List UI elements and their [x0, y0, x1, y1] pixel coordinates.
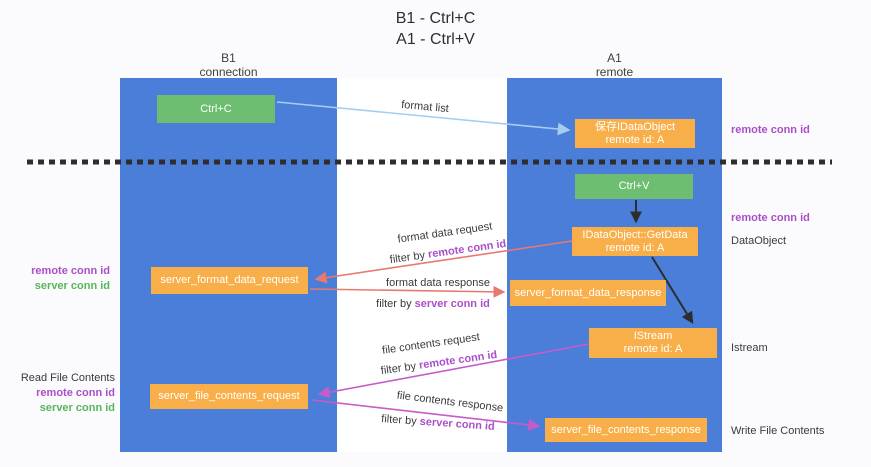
ctrl-v-label: Ctrl+V: [618, 180, 650, 192]
left-column-header: B1 connection: [120, 51, 337, 79]
remote-conn-id-right-top: remote conn id: [731, 123, 810, 138]
ctrl-c-label: Ctrl+C: [200, 102, 232, 115]
write-file-contents-label: Write File Contents: [731, 425, 825, 437]
format-data-response-label: format data response: [386, 277, 490, 289]
save-dataobject-line2: remote id: A: [605, 133, 665, 146]
server-conn-id-text: server conn id: [39, 402, 115, 414]
left-column-subtitle: connection: [199, 65, 258, 79]
right-column-subtitle: remote: [595, 65, 634, 79]
save-dataobject-line1: 保存IDataObject: [594, 120, 676, 133]
filter-by-server-conn-id-label-1: filter by server conn id: [376, 298, 490, 310]
left-column-name: B1: [221, 51, 236, 65]
server-conn-id-text: server conn id: [414, 298, 490, 310]
right-column-header: A1 remote: [507, 51, 722, 79]
right-column-name: A1: [607, 51, 622, 65]
server-file-contents-response-label: server_file_contents_response: [551, 423, 701, 436]
diagram-title: B1 - Ctrl+C A1 - Ctrl+V: [0, 8, 871, 50]
server-format-data-response-box: server_format_data_response: [510, 280, 666, 306]
remote-conn-id-text: remote conn id: [731, 124, 810, 136]
remote-conn-id-text: remote conn id: [731, 212, 810, 224]
istream-line2: remote id: A: [623, 343, 683, 355]
server-format-data-request-label: server_format_data_request: [160, 274, 299, 286]
getdata-line1: IDataObject::GetData: [582, 228, 688, 241]
getdata-line2: remote id: A: [605, 241, 665, 254]
server-conn-id-text: server conn id: [34, 280, 110, 292]
left-conn-id-group-1: remote conn id server conn id: [5, 264, 110, 294]
ctrl-v-box: Ctrl+V: [575, 174, 693, 199]
dataobject-label: DataObject: [731, 235, 787, 247]
server-file-contents-response-box: server_file_contents_response: [545, 418, 707, 442]
ctrl-c-box: Ctrl+C: [157, 95, 275, 123]
remote-conn-id-text: remote conn id: [31, 265, 110, 277]
remote-conn-id-text: remote conn id: [36, 387, 115, 399]
server-file-contents-request-box: server_file_contents_request: [150, 384, 308, 409]
read-file-contents-group: Read File Contents remote conn id server…: [5, 371, 115, 416]
getdata-box: IDataObject::GetData remote id: A: [572, 227, 698, 256]
remote-conn-id-right-mid: remote conn id: [731, 211, 810, 226]
server-format-data-response-label: server_format_data_response: [514, 286, 662, 299]
title-line-1: B1 - Ctrl+C: [395, 10, 476, 27]
server-format-data-request-box: server_format_data_request: [151, 267, 308, 294]
server-file-contents-request-label: server_file_contents_request: [158, 390, 300, 402]
read-file-contents-label: Read File Contents: [20, 372, 115, 384]
istream-line1: IStream: [633, 330, 673, 342]
istream-side-label: Istream: [731, 342, 768, 354]
filter-by-text: filter by: [380, 413, 418, 428]
title-line-2: A1 - Ctrl+V: [396, 31, 475, 48]
filter-by-text: filter by: [376, 298, 412, 310]
istream-box: IStream remote id: A: [589, 328, 717, 358]
save-dataobject-box: 保存IDataObject remote id: A: [575, 119, 695, 148]
